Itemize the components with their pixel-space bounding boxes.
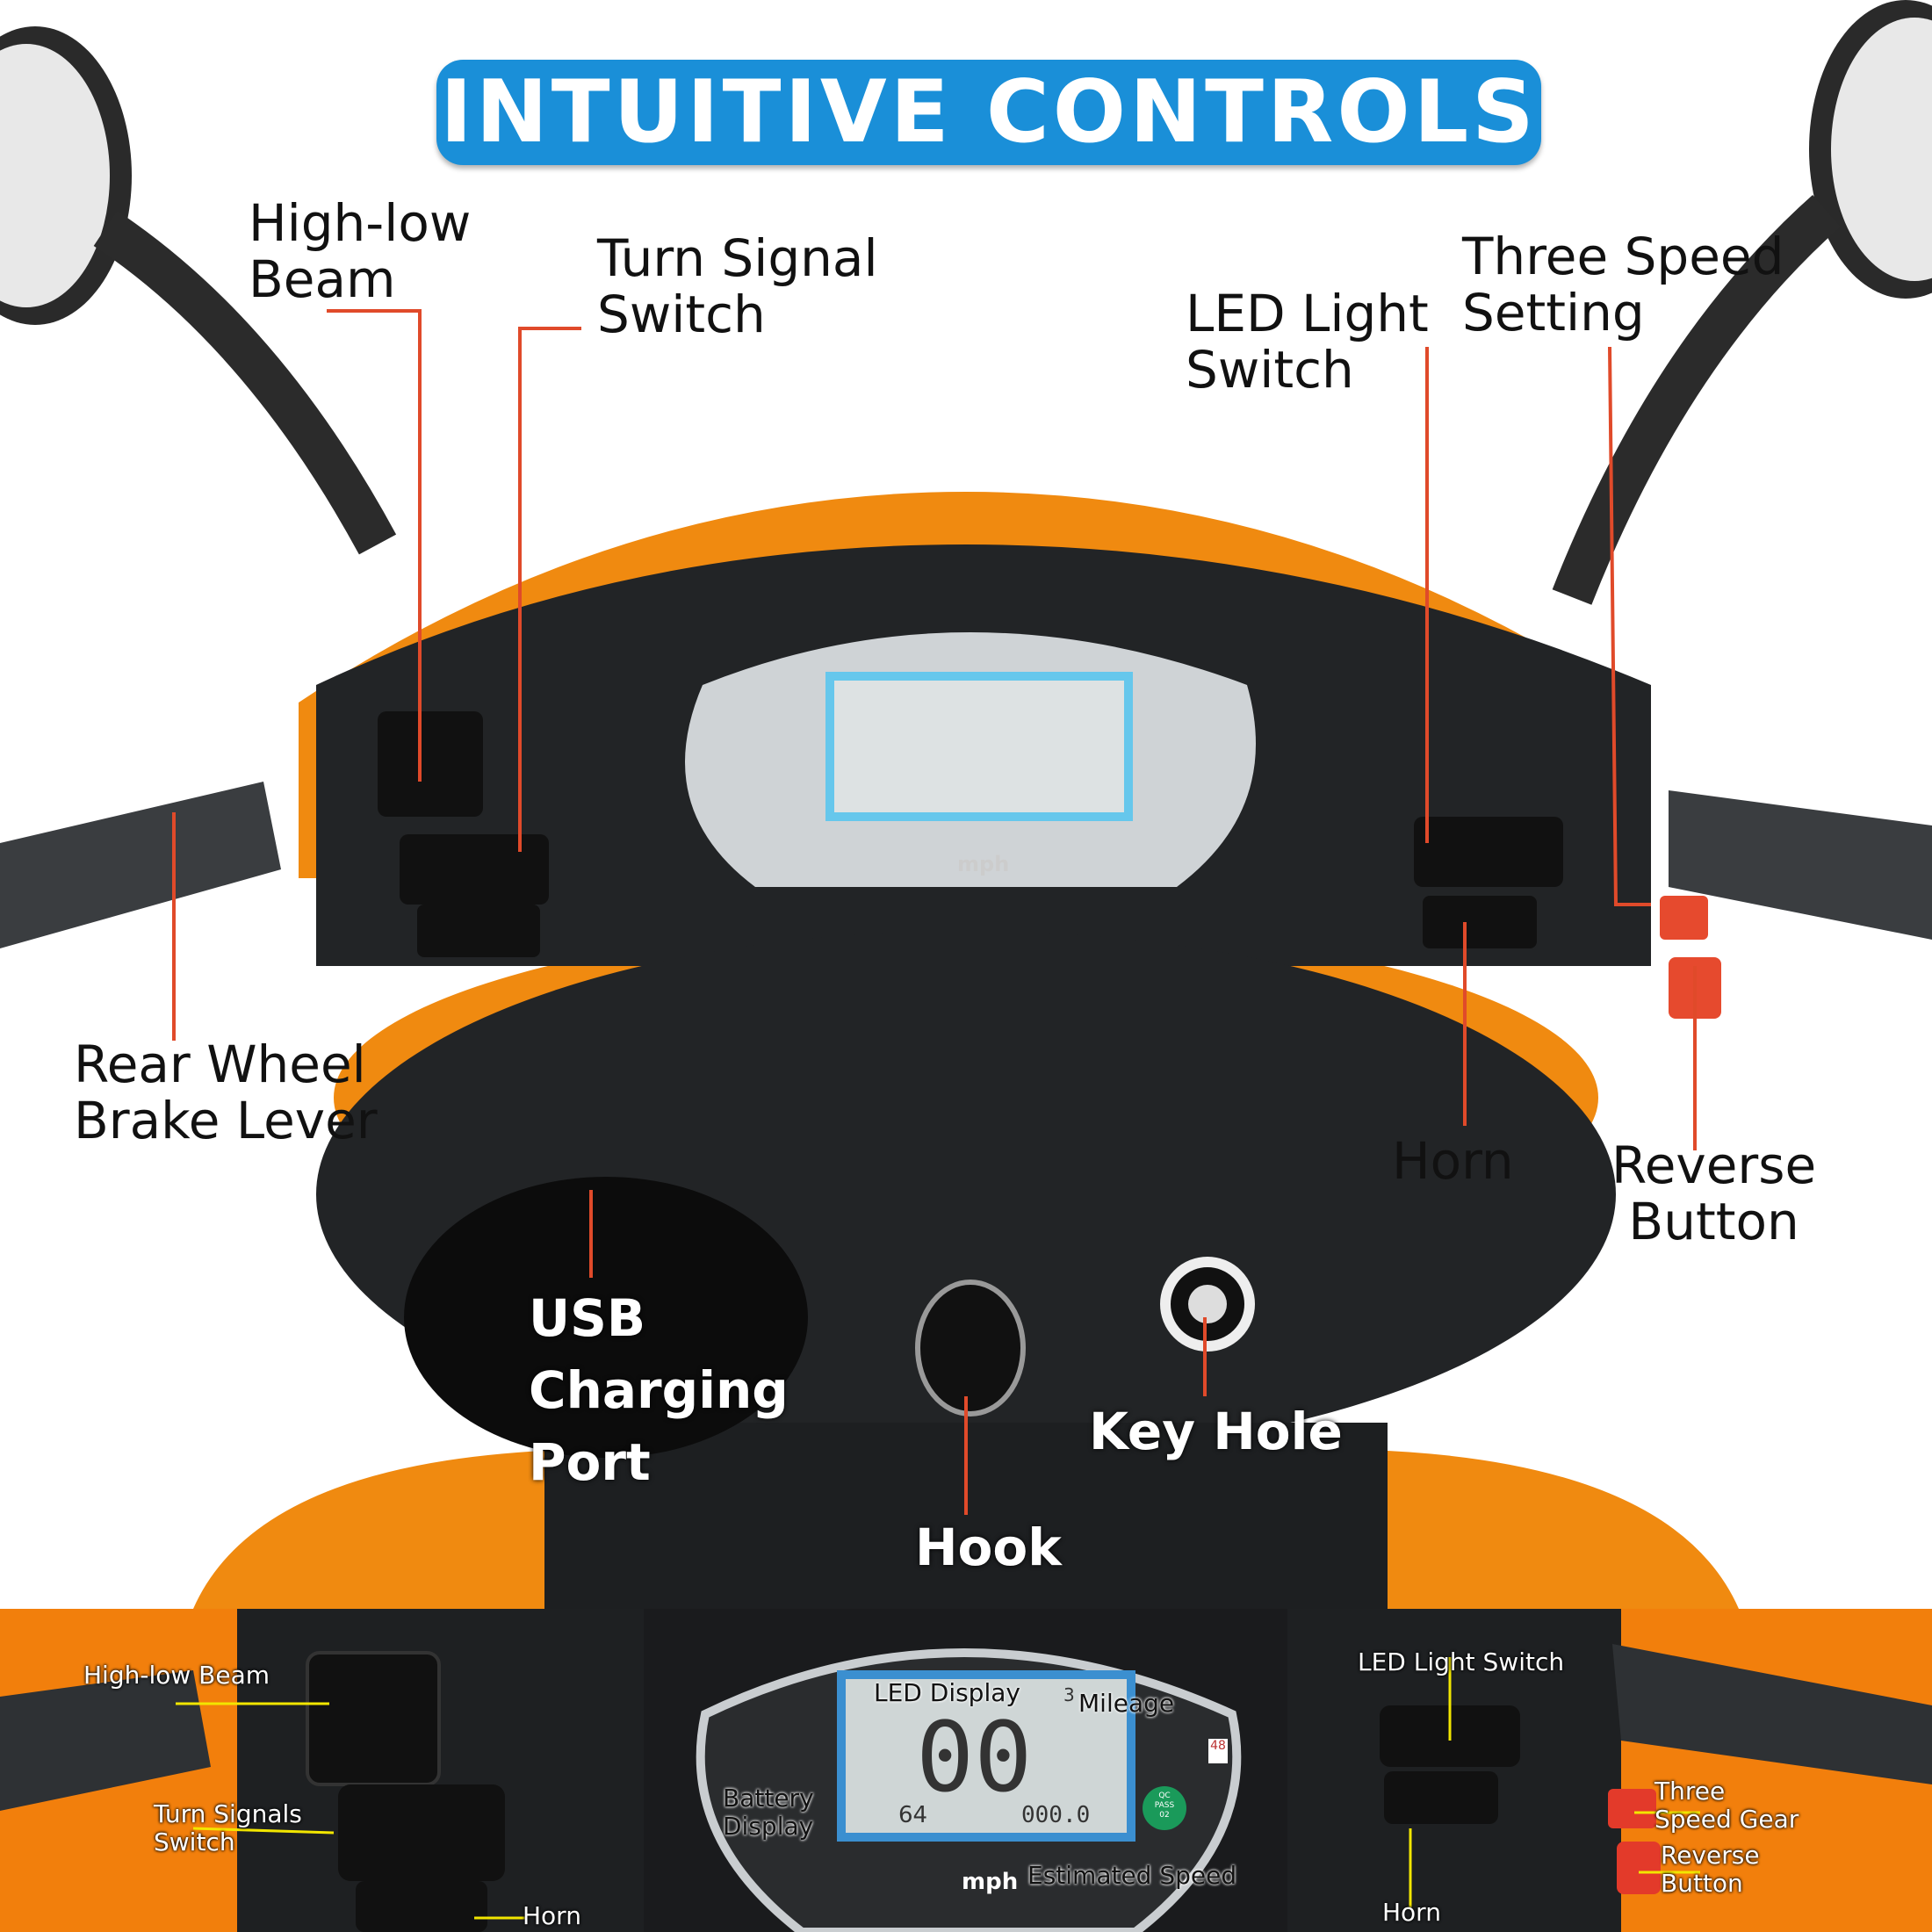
label-three-speed-setting: Three Speed Setting: [1462, 227, 1784, 342]
odometer-readout: 000.0: [1021, 1802, 1091, 1828]
panel-label-reverse-button: Reverse Button: [1661, 1841, 1760, 1898]
panel-label-turn-signals-switch: Turn Signals Switch: [154, 1799, 302, 1856]
panel-label-three-speed-gear: Three Speed Gear: [1654, 1777, 1799, 1834]
high-low-beam-switch: [378, 711, 483, 817]
label-reverse-button: Reverse Button: [1611, 1135, 1817, 1251]
left-mirror-stem: [93, 211, 397, 555]
gear-readout: 3: [1063, 1684, 1075, 1705]
lcd-screen: [825, 672, 1133, 821]
qc-pass-badge: QC PASS 02: [1143, 1786, 1186, 1830]
speed-readout: 00: [916, 1701, 1033, 1813]
right-mirror-stem: [1552, 195, 1841, 605]
left-grip: [0, 782, 281, 948]
display-unit: mph: [957, 852, 1010, 876]
led-light-switch: [1414, 817, 1563, 887]
label-horn: Horn: [1392, 1131, 1514, 1191]
leader-lines: [172, 309, 1697, 1515]
panel-label-battery-display: Battery Display: [723, 1784, 814, 1841]
right-grip: [1669, 790, 1932, 940]
usb-cubby: [404, 1177, 808, 1458]
panel-label-estimated-speed: Estimated Speed: [1027, 1861, 1237, 1890]
label-turn-signal-switch: Turn Signal Switch: [597, 228, 878, 344]
turn-signal-switch: [400, 834, 549, 905]
label-high-low-beam: High-low Beam: [249, 193, 472, 309]
panel-display: 00 64 000.0 3 48 QC PASS 02 LED Display …: [644, 1609, 1287, 1932]
three-speed-switch: [1660, 896, 1708, 940]
label-rear-wheel-brake-lever: Rear Wheel Brake Lever: [74, 1034, 378, 1150]
panel-label-horn: Horn: [1382, 1898, 1441, 1927]
panel-left-controls: High-low Beam Turn Signals Switch Horn: [0, 1609, 644, 1932]
horn-switch-right: [1423, 896, 1537, 948]
panel-right-controls: LED Light Switch Three Speed Gear Revers…: [1287, 1609, 1932, 1932]
page-title: INTUITIVE CONTROLS: [440, 62, 1538, 162]
panel-label-horn: Horn: [523, 1901, 581, 1930]
horn-switch-left: [417, 905, 540, 957]
panel-unit: mph: [962, 1869, 1019, 1895]
title-banner: INTUITIVE CONTROLS: [436, 60, 1541, 165]
scooter-dashboard-illustration: [0, 0, 1932, 1609]
label-hook: Hook: [915, 1517, 1062, 1577]
panel-label-led-display: LED Display: [874, 1678, 1020, 1707]
panel-label-led-light-switch: LED Light Switch: [1358, 1647, 1565, 1676]
battery-value: 64: [898, 1802, 928, 1828]
panel-label-mileage: Mileage: [1078, 1689, 1175, 1718]
label-led-light-switch: LED Light Switch: [1186, 284, 1429, 400]
label-usb-charging-port: USB Charging Port: [529, 1288, 789, 1492]
panel-label-high-low-beam: High-low Beam: [83, 1661, 270, 1690]
hook: [915, 1280, 1026, 1417]
sticker: 48: [1208, 1739, 1228, 1763]
label-key-hole: Key Hole: [1089, 1402, 1343, 1461]
